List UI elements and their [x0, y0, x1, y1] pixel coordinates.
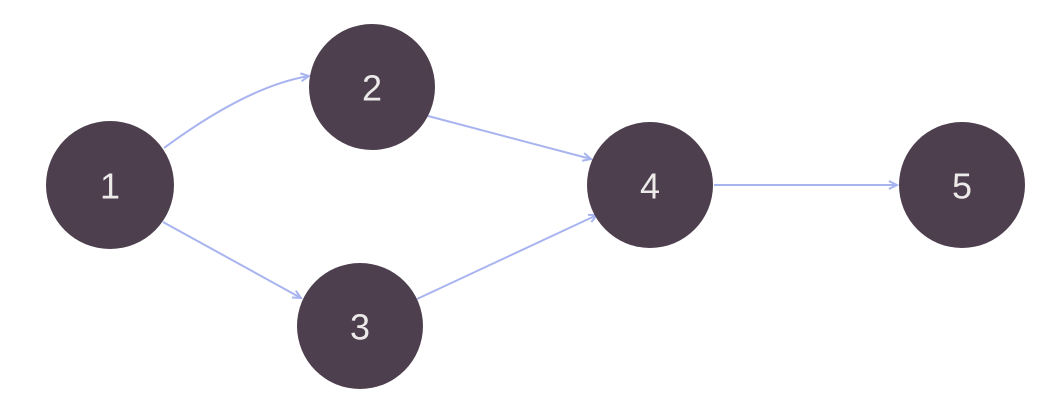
edges-layer [162, 72, 900, 300]
arrowhead-icon [291, 290, 304, 300]
arrowhead-icon [300, 72, 312, 82]
node-circle[interactable] [587, 122, 713, 248]
node-circle[interactable] [297, 263, 423, 389]
graph-node-3[interactable]: 3 [297, 263, 423, 389]
edge-line [163, 75, 310, 149]
graph-edge-4-to-5 [714, 180, 900, 190]
arrowhead-icon [581, 152, 594, 162]
graph-node-4[interactable]: 4 [587, 122, 713, 248]
node-circle[interactable] [46, 121, 174, 249]
node-circle[interactable] [309, 24, 435, 150]
nodes-layer: 1 2 3 4 5 [46, 24, 1025, 389]
graph-edge-2-to-4 [427, 115, 594, 162]
graph-node-1[interactable]: 1 [46, 121, 174, 249]
node-circle[interactable] [899, 122, 1025, 248]
graph-node-5[interactable]: 5 [899, 122, 1025, 248]
edge-line [416, 214, 598, 300]
graph-edge-1-to-2 [163, 72, 312, 149]
graph-node-2[interactable]: 2 [309, 24, 435, 150]
arrowhead-icon [888, 180, 900, 190]
graph-edge-3-to-4 [416, 213, 600, 300]
graph-edge-1-to-3 [162, 221, 304, 300]
edge-line [162, 221, 302, 299]
edge-line [427, 115, 592, 160]
